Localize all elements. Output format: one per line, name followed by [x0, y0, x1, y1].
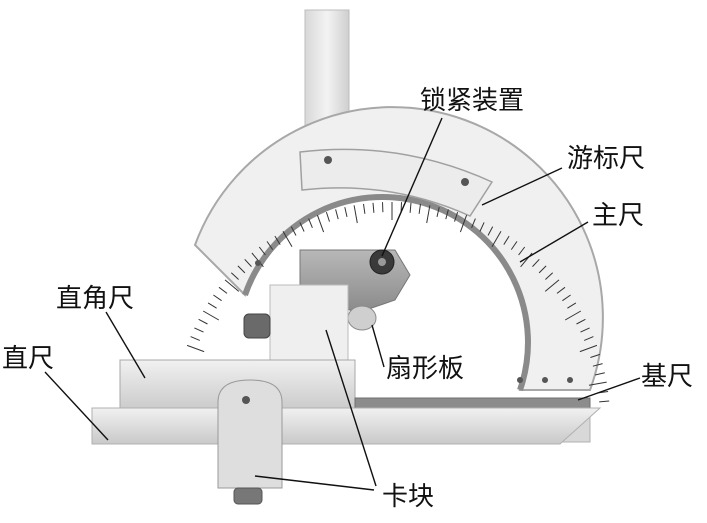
- clamp-screw: [242, 396, 250, 404]
- straight-ruler: [91, 407, 602, 445]
- leader-square-ruler: [105, 311, 146, 379]
- scale-tick: [564, 310, 582, 321]
- scale-tick: [224, 279, 240, 292]
- leader-straight-ruler: [44, 371, 109, 441]
- scale-tick: [290, 226, 297, 236]
- scale-tick: [445, 209, 449, 220]
- scale-tick: [190, 336, 200, 341]
- scale-tick: [230, 272, 239, 280]
- scale-tick: [567, 302, 577, 309]
- scale-tick: [518, 246, 526, 256]
- main-scale-dot: [255, 260, 261, 266]
- scale-tick: [213, 294, 222, 302]
- scale-tick: [363, 203, 366, 214]
- scale-tick: [544, 279, 560, 292]
- scale-tick: [454, 211, 459, 222]
- scale-tick: [198, 318, 208, 325]
- scale-tick: [251, 252, 264, 268]
- scale-tick: [308, 218, 313, 228]
- scale-tick: [186, 344, 205, 353]
- scale-tick: [194, 327, 204, 333]
- square-ruler-knob: [243, 313, 271, 339]
- scale-tick: [237, 265, 246, 274]
- label-locking-device: 锁紧装置: [420, 86, 525, 116]
- locking-knob-center: [378, 258, 386, 266]
- main-scale-ticks: [186, 202, 610, 403]
- scale-tick: [491, 230, 502, 248]
- scale-tick: [588, 381, 607, 386]
- square-ruler-block: [269, 284, 349, 366]
- scale-tick: [274, 235, 281, 245]
- vernier-screw-left: [324, 156, 332, 164]
- label-square-ruler: 直角尺: [56, 284, 135, 314]
- label-sector-plate: 扇形板: [386, 354, 465, 384]
- scale-tick: [372, 202, 375, 213]
- scale-tick: [436, 207, 440, 218]
- scale-tick: [579, 344, 598, 353]
- label-clamp-block: 卡块: [382, 482, 435, 512]
- scale-tick: [218, 286, 228, 294]
- scale-tick: [335, 209, 339, 220]
- scale-tick: [590, 353, 601, 358]
- main-scale-dot: [542, 377, 548, 383]
- scale-tick: [409, 202, 412, 213]
- leader-base-ruler: [577, 377, 641, 401]
- leader-clamp-block: [254, 475, 375, 491]
- label-vernier-scale: 游标尺: [567, 144, 646, 174]
- leader-vernier-scale: [481, 167, 563, 206]
- main-scale-dot: [517, 377, 523, 383]
- scale-tick: [487, 226, 494, 236]
- scale-tick: [418, 203, 421, 214]
- leader-lines: [44, 117, 641, 491]
- scale-tick: [479, 222, 485, 232]
- scale-tick: [592, 363, 603, 367]
- clamp-knob: [233, 487, 263, 505]
- scale-tick: [353, 205, 358, 224]
- scale-tick: [562, 294, 571, 302]
- scale-tick: [426, 205, 431, 224]
- scale-tick: [584, 336, 594, 341]
- scale-tick: [325, 211, 330, 222]
- scale-tick: [594, 372, 605, 376]
- label-main-scale: 主尺: [592, 201, 645, 231]
- scale-tick: [510, 241, 518, 250]
- vernier-scale: [299, 148, 494, 217]
- main-scale-inner-rim: [242, 194, 531, 391]
- scale-tick: [599, 400, 610, 403]
- leader-clamp-to-block: [325, 329, 377, 487]
- scale-tick: [258, 246, 266, 256]
- leader-main-scale: [519, 221, 589, 263]
- scale-tick: [299, 222, 305, 232]
- scale-tick: [556, 286, 566, 294]
- scale-tick: [532, 258, 540, 267]
- scale-tick: [538, 265, 547, 274]
- main-scale-dot: [567, 377, 573, 383]
- vernier-screw-right: [461, 178, 469, 186]
- leader-locking-device: [381, 117, 443, 257]
- scale-tick: [244, 258, 252, 267]
- scale-tick: [576, 318, 586, 325]
- scale-tick: [207, 302, 217, 309]
- scale-tick: [344, 207, 348, 218]
- clamp-block: [217, 379, 283, 489]
- scale-tick: [282, 230, 293, 248]
- label-base-ruler: 基尺: [641, 362, 694, 392]
- scale-tick: [580, 327, 590, 333]
- scale-tick: [316, 214, 325, 233]
- label-straight-ruler: 直尺: [2, 344, 55, 374]
- leader-sector-plate: [371, 324, 385, 368]
- scale-tick: [459, 214, 468, 233]
- scale-tick: [545, 272, 554, 280]
- scale-tick: [202, 310, 220, 321]
- scale-tick: [471, 218, 476, 228]
- scale-tick: [503, 235, 510, 245]
- scale-tick: [266, 241, 274, 250]
